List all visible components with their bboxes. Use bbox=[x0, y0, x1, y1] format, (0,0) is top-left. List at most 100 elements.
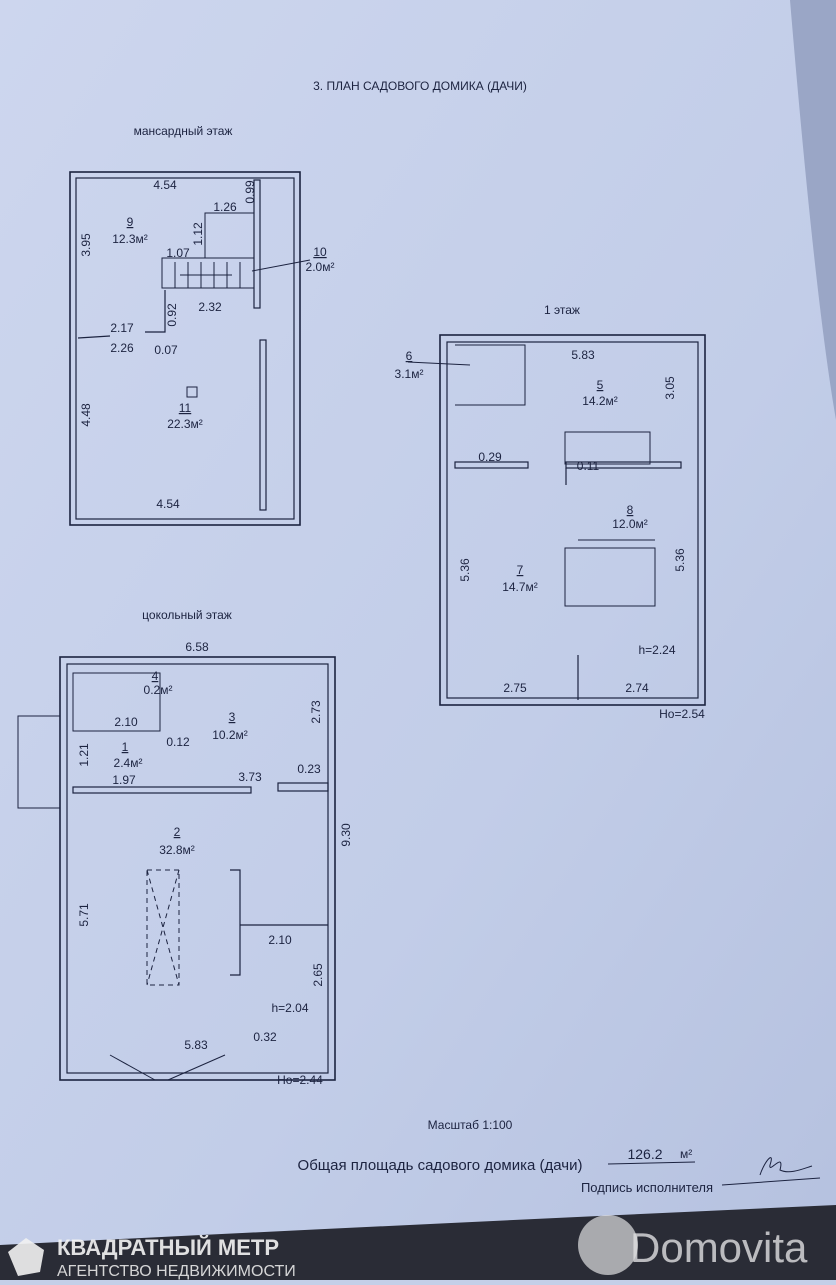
first-floor-plan: 1 этаж 6 3.1м² 5 14.2м² 8 12.0м² 7 14.7м… bbox=[395, 303, 706, 721]
dimension-label: 5.83 bbox=[571, 348, 595, 362]
room-area: 12.0м² bbox=[612, 517, 648, 531]
dimension-label: 6.58 bbox=[185, 640, 209, 654]
dimension-label: 2.74 bbox=[625, 681, 649, 695]
ceiling-height: h=2.04 bbox=[271, 1001, 308, 1015]
agency-watermark: КВАДРАТНЫЙ МЕТР АГЕНТСТВО НЕДВИЖИМОСТИ bbox=[8, 1235, 296, 1280]
attic-partition bbox=[259, 339, 267, 511]
attic-plan: мансардный этаж 4.54 1.26 0.99 1.12 1.07… bbox=[69, 124, 335, 526]
basement-outer-wall bbox=[59, 656, 336, 1081]
dimension-label: 0.11 bbox=[577, 459, 600, 473]
basement-plan: цокольный этаж 6.58 2.10 2.73 0.12 1.21 … bbox=[17, 608, 353, 1087]
dimension-label: 1.12 bbox=[191, 222, 205, 246]
dimension-label: 1.21 bbox=[77, 743, 91, 767]
dimension-label: 2.73 bbox=[309, 700, 323, 724]
first-floor-stairs bbox=[564, 431, 651, 465]
first-floor-inner-wall bbox=[446, 341, 699, 699]
dimension-label: 4.48 bbox=[79, 403, 93, 427]
dimension-label: 5.36 bbox=[673, 548, 687, 572]
dimension-label: 0.29 bbox=[478, 450, 502, 464]
dimension-label: 9.30 bbox=[339, 823, 353, 847]
room-area: 3.1м² bbox=[395, 367, 424, 381]
room-area: 0.2м² bbox=[144, 683, 173, 697]
basement-partition bbox=[277, 782, 329, 792]
first-floor-outer-wall bbox=[439, 334, 706, 706]
total-area-value: 126.2 bbox=[627, 1146, 662, 1162]
room-area: 14.2м² bbox=[582, 394, 618, 408]
basement-partition bbox=[230, 869, 241, 976]
dimension-label: 2.32 bbox=[198, 300, 222, 314]
dimension-label: 0.32 bbox=[253, 1030, 277, 1044]
attic-partition bbox=[253, 179, 261, 309]
scale-label: Масштаб 1:100 bbox=[428, 1118, 513, 1132]
dimension-label: 1.07 bbox=[166, 246, 190, 260]
room-number: 8 bbox=[627, 503, 634, 517]
dimension-label: 5.36 bbox=[458, 558, 472, 582]
dimension-label: 0.23 bbox=[297, 762, 321, 776]
attic-stairs bbox=[161, 257, 255, 289]
dimension-label: 2.10 bbox=[268, 933, 292, 947]
dimension-label: 0.99 bbox=[243, 180, 257, 204]
leader-line bbox=[251, 259, 311, 272]
dimension-label: 0.92 bbox=[165, 303, 179, 327]
domovita-watermark: Domovita bbox=[578, 1215, 808, 1275]
bed-icon bbox=[564, 547, 656, 607]
signature bbox=[759, 1157, 813, 1176]
chimney-icon bbox=[186, 386, 198, 398]
domovita-text: Domovita bbox=[630, 1224, 808, 1271]
dimension-label: 3.05 bbox=[663, 376, 677, 400]
dimension-label: 1.97 bbox=[112, 773, 136, 787]
agency-subtitle: АГЕНТСТВО НЕДВИЖИМОСТИ bbox=[57, 1263, 296, 1280]
total-area-label: Общая площадь садового домика (дачи) bbox=[298, 1157, 583, 1174]
inspection-pit bbox=[146, 869, 180, 986]
first-floor-stairs bbox=[455, 344, 526, 406]
dimension-label: 3.95 bbox=[79, 233, 93, 257]
basement-partition bbox=[72, 786, 252, 794]
attic-inner-wall bbox=[75, 177, 295, 520]
room-area: 12.3м² bbox=[112, 232, 148, 246]
floor-level: Hо=2.54 bbox=[659, 707, 705, 721]
room-area: 32.8м² bbox=[159, 843, 195, 857]
total-area-unit: м² bbox=[680, 1147, 692, 1161]
room-area: 2.4м² bbox=[114, 756, 143, 770]
room-number: 11 bbox=[179, 401, 192, 415]
room-number: 4 bbox=[152, 669, 159, 683]
room-area: 22.3м² bbox=[167, 417, 203, 431]
room-number: 1 bbox=[122, 740, 129, 754]
room-area: 2.0м² bbox=[306, 260, 335, 274]
dimension-label: 4.54 bbox=[153, 178, 177, 192]
domovita-logo-icon bbox=[578, 1215, 638, 1275]
dimension-label: 0.12 bbox=[166, 735, 190, 749]
attic-wall-stub bbox=[145, 290, 166, 333]
first-floor-partition bbox=[454, 461, 529, 469]
dimension-label: 5.71 bbox=[77, 903, 91, 927]
room-area: 14.7м² bbox=[502, 580, 538, 594]
dimension-label: 0.07 bbox=[154, 343, 178, 357]
room-number: 3 bbox=[229, 710, 236, 724]
ceiling-height: h=2.24 bbox=[638, 643, 675, 657]
dimension-label: 2.65 bbox=[311, 963, 325, 987]
basement-stairs bbox=[72, 672, 161, 732]
floor-level: Hо=2.44 bbox=[277, 1073, 323, 1087]
cube-logo-icon bbox=[8, 1238, 44, 1276]
room-number: 5 bbox=[597, 378, 604, 392]
attic-outer-wall bbox=[69, 171, 301, 526]
basement-inner-wall bbox=[66, 663, 329, 1074]
dimension-label: 2.10 bbox=[114, 715, 138, 729]
porch bbox=[17, 715, 61, 809]
room-number: 9 bbox=[127, 215, 134, 229]
leader-line bbox=[407, 361, 471, 366]
attic-stair-well bbox=[204, 212, 254, 258]
room-number: 6 bbox=[406, 349, 413, 363]
attic-stair-treads bbox=[174, 262, 241, 288]
attic-title: мансардный этаж bbox=[134, 124, 233, 138]
page-edge bbox=[790, 0, 836, 420]
room-area: 10.2м² bbox=[212, 728, 248, 742]
room-number: 10 bbox=[313, 245, 327, 259]
room-number: 2 bbox=[174, 825, 181, 839]
signature-label: Подпись исполнителя bbox=[581, 1180, 713, 1195]
first-floor-title: 1 этаж bbox=[544, 303, 580, 317]
document-title: 3. ПЛАН САДОВОГО ДОМИКА (ДАЧИ) bbox=[313, 79, 527, 93]
